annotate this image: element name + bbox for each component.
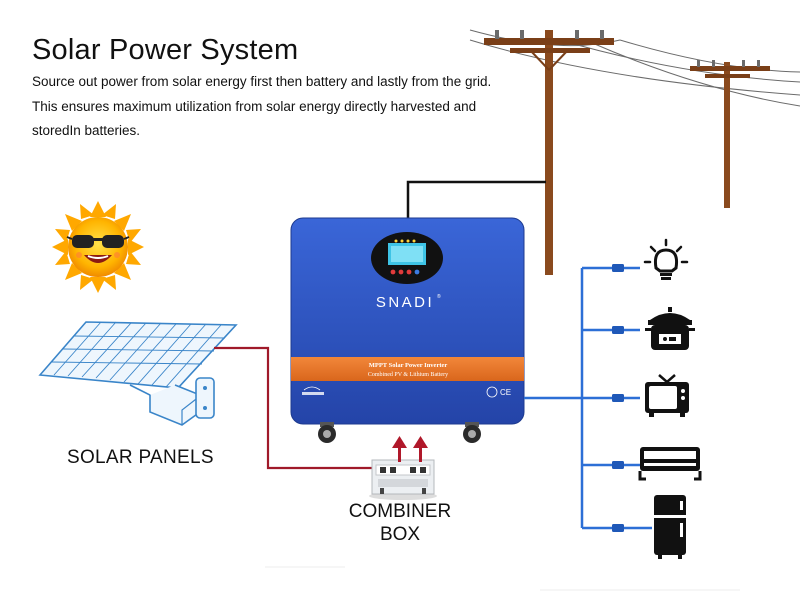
description: Source out power from solar energy first… [32, 70, 492, 144]
solar-panels-label: SOLAR PANELS [67, 447, 214, 468]
load-connectors [612, 264, 624, 532]
grid-connection-line [406, 180, 546, 218]
pv-input-line [214, 346, 372, 470]
light-bulb-icon [643, 238, 689, 280]
inverter-trademark: ® [437, 293, 441, 300]
inverter-brand: SNADI [376, 294, 434, 311]
combiner-box-icon [369, 459, 437, 500]
air-conditioner-icon [638, 447, 702, 481]
hybrid-inverter: SNADI ® MPPT Solar Power Inverter Combin… [290, 217, 525, 443]
utility-pole-distant [690, 60, 770, 208]
certification-marks: CE [486, 386, 511, 398]
ce-mark: CE [500, 388, 511, 397]
description-line-3: storedIn batteries. [32, 123, 141, 138]
inverter-logo-icon [302, 386, 324, 395]
rice-cooker-icon [645, 307, 695, 350]
inverter-band-line-1: MPPT Solar Power Inverter [369, 362, 448, 369]
inverter-band-line-2: Combined PV & Lithium Battery [368, 372, 448, 378]
utility-pole-main [484, 30, 614, 275]
combiner-label-line-1: COMBINER [348, 501, 452, 522]
sun-with-sunglasses-icon [52, 201, 144, 293]
page-title: Solar Power System [32, 34, 299, 66]
caster-wheel-right-icon [463, 422, 481, 443]
description-line-2: This ensures maximum utilization from so… [32, 98, 477, 114]
combiner-label-line-2: BOX [379, 524, 421, 545]
description-line-1: Source out power from solar energy first… [32, 74, 492, 89]
load-distribution-lines [524, 266, 652, 530]
refrigerator-icon [654, 495, 686, 559]
combiner-box-label: COMBINER BOX [340, 500, 460, 546]
tv-icon [645, 374, 689, 417]
combiner-output-arrows [392, 436, 428, 462]
solar-panel-icon [38, 321, 238, 426]
caster-wheel-left-icon [318, 422, 336, 443]
